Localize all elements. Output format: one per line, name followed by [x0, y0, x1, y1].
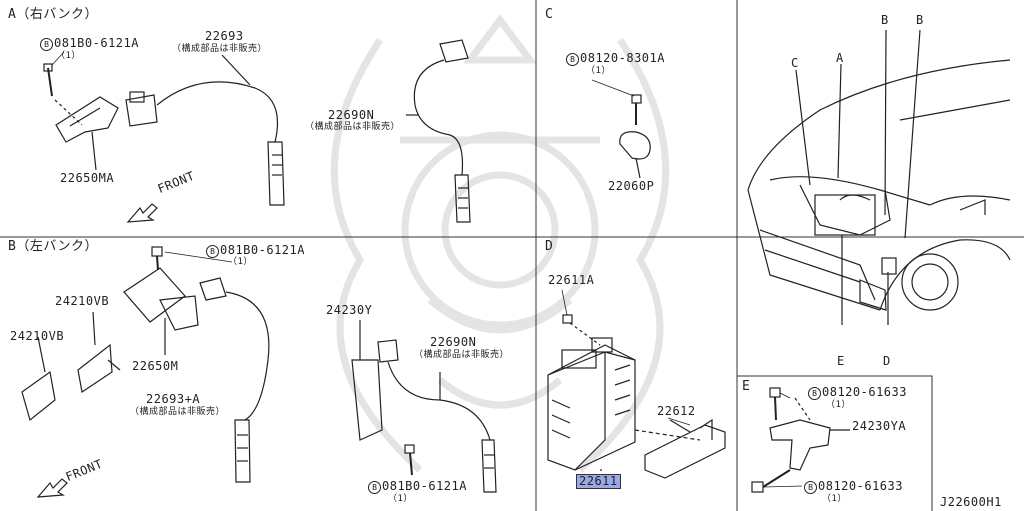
car-callout-c: C	[791, 56, 799, 70]
car-callout-b1: B	[881, 13, 889, 27]
section-b-drawing	[21, 246, 497, 493]
watermark-emblem	[330, 14, 670, 473]
b-bolt2-number: 081B0-6121A	[382, 479, 467, 493]
d-ecm-number-highlight[interactable]: 22611	[576, 474, 621, 489]
b-bracket2-number: 24210VB	[55, 294, 110, 308]
bolt-symbol-icon: B	[40, 38, 53, 51]
b-harness-bracket-number: 24230Y	[326, 303, 373, 317]
bolt-symbol-icon: B	[808, 387, 821, 400]
b-sensor-n-note: （構成部品は非販売）	[414, 350, 510, 360]
e-bolt1-qty: （1）	[826, 400, 851, 410]
b-sensor-number: 22693+A	[146, 392, 201, 406]
section-c-drawing	[619, 94, 651, 179]
b-bolt-number: 081B0-6121A	[220, 243, 305, 257]
bolt-symbol-icon: B	[804, 481, 817, 494]
section-b-title: B（左バンク）	[8, 239, 98, 254]
b-bolt-qty: （1）	[228, 257, 253, 267]
b-sensor-note: （構成部品は非販売）	[130, 407, 226, 417]
e-bolt2-qty: （1）	[822, 494, 847, 504]
section-a-title: A（右バンク）	[8, 7, 98, 22]
a-sensor-note: （構成部品は非販売）	[172, 44, 268, 54]
bolt-symbol-icon: B	[368, 481, 381, 494]
c-sensor-number: 22060P	[608, 179, 655, 193]
b-bracket1-number: 24210VB	[10, 329, 65, 343]
front-arrow-b	[36, 478, 68, 498]
car-callout-a: A	[836, 51, 844, 65]
front-arrow-a	[126, 203, 158, 223]
b-bracket-m-number: 22650M	[132, 359, 179, 373]
section-c-title: C	[545, 7, 554, 22]
d-bracket-number: 22612	[657, 404, 696, 418]
b-sensor-n-number: 22690N	[430, 335, 477, 349]
a-sensor-n-note: （構成部品は非販売）	[305, 122, 401, 132]
a-bracket-number: 22650MA	[60, 171, 115, 185]
car-callout-d: D	[883, 354, 891, 368]
c-bolt-qty: （1）	[586, 66, 611, 76]
d-bolt-number: 22611A	[548, 273, 595, 287]
e-bolt1-number: 08120-61633	[822, 385, 907, 399]
e-bracket-number: 24230YA	[852, 419, 907, 433]
car-illustration	[747, 29, 1011, 325]
car-callout-b2: B	[916, 13, 924, 27]
a-sensor-n-number: 22690N	[328, 108, 375, 122]
section-e-title: E	[742, 379, 751, 394]
bolt-symbol-icon: B	[206, 245, 219, 258]
c-bolt-number: 08120-8301A	[580, 51, 665, 65]
a-bolt-qty: （1）	[56, 51, 81, 61]
a-sensor-number: 22693	[205, 29, 244, 43]
bolt-symbol-icon: B	[566, 53, 579, 66]
diagram-code: J22600H1	[940, 495, 1002, 509]
a-bolt-number: 081B0-6121A	[54, 36, 139, 50]
e-bolt2-number: 08120-61633	[818, 479, 903, 493]
b-bolt2-qty: （1）	[388, 494, 413, 504]
section-e-drawing	[751, 387, 850, 493]
section-d-drawing	[547, 314, 726, 479]
section-a-drawing	[43, 39, 471, 223]
car-callout-e: E	[837, 354, 845, 368]
section-d-title: D	[545, 239, 554, 254]
